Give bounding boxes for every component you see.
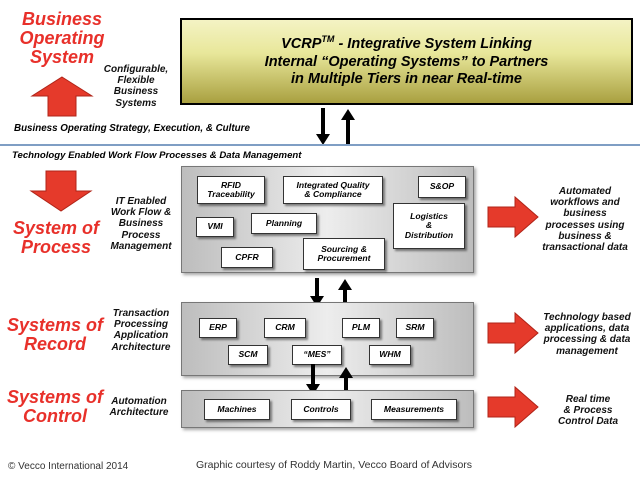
tech-workflow-label: Technology Enabled Work Flow Processes &… — [12, 150, 302, 161]
vcrp-banner: VCRPTM - Integrative System Linking Inte… — [180, 18, 633, 105]
measurements-box: Measurements — [371, 399, 457, 420]
right-arrow-icon — [487, 311, 539, 355]
srm-box: SRM — [396, 318, 434, 338]
planning-box: Planning — [251, 213, 317, 234]
business-operating-system-title: Business Operating System — [19, 9, 105, 67]
control-panel: Machines Controls Measurements — [181, 390, 474, 428]
mes-box: “MES” — [292, 345, 342, 365]
banner-line-1: VCRPTM - Integrative System Linking — [281, 34, 532, 52]
credit-text: Graphic courtesy of Roddy Martin, Vecco … — [196, 459, 473, 471]
control-note: Automation Architecture — [109, 396, 169, 419]
vmi-box: VMI — [196, 217, 234, 237]
controls-box: Controls — [291, 399, 351, 420]
machines-box: Machines — [204, 399, 270, 420]
down-arrow-icon — [29, 170, 93, 212]
systems-of-record-title: Systems of Record — [6, 315, 104, 354]
business-note: Configurable, Flexible Business Systems — [103, 64, 169, 109]
plm-box: PLM — [342, 318, 380, 338]
whm-box: WHM — [369, 345, 411, 365]
up-arrow-icon — [30, 76, 94, 117]
record-note: Transaction Processing Application Archi… — [111, 308, 171, 353]
bidirectional-arrows-icon — [316, 108, 355, 146]
crm-box: CRM — [264, 318, 306, 338]
sourcing-box: Sourcing &Procurement — [303, 238, 385, 270]
divider-line — [0, 144, 640, 146]
copyright-text: © Vecco International 2014 — [8, 461, 129, 472]
business-strategy-label: Business Operating Strategy, Execution, … — [14, 123, 250, 134]
record-outcome: Technology based applications, data proc… — [543, 312, 631, 357]
process-outcome: Automated workflows and business process… — [542, 186, 628, 253]
right-arrow-icon — [487, 195, 539, 239]
erp-box: ERP — [199, 318, 237, 338]
logistics-box: Logistics&Distribution — [393, 203, 465, 249]
system-of-process-title: System of Process — [12, 218, 100, 257]
banner-line-2: Internal “Operating Systems” to Partners — [264, 53, 549, 70]
record-panel: ERP CRM PLM SRM SCM “MES” WHM — [181, 302, 474, 376]
cpfr-box: CPFR — [221, 247, 273, 268]
banner-line-3: in Multiple Tiers in near Real-time — [291, 71, 522, 88]
control-outcome: Real time & Process Control Data — [558, 394, 618, 428]
sop-box: S&OP — [418, 176, 466, 198]
right-arrow-icon — [487, 385, 539, 429]
integrated-quality-box: Integrated Quality& Compliance — [283, 176, 383, 204]
scm-box: SCM — [228, 345, 268, 365]
process-note: IT Enabled Work Flow & Business Process … — [110, 196, 172, 252]
systems-of-control-title: Systems of Control — [6, 387, 104, 426]
